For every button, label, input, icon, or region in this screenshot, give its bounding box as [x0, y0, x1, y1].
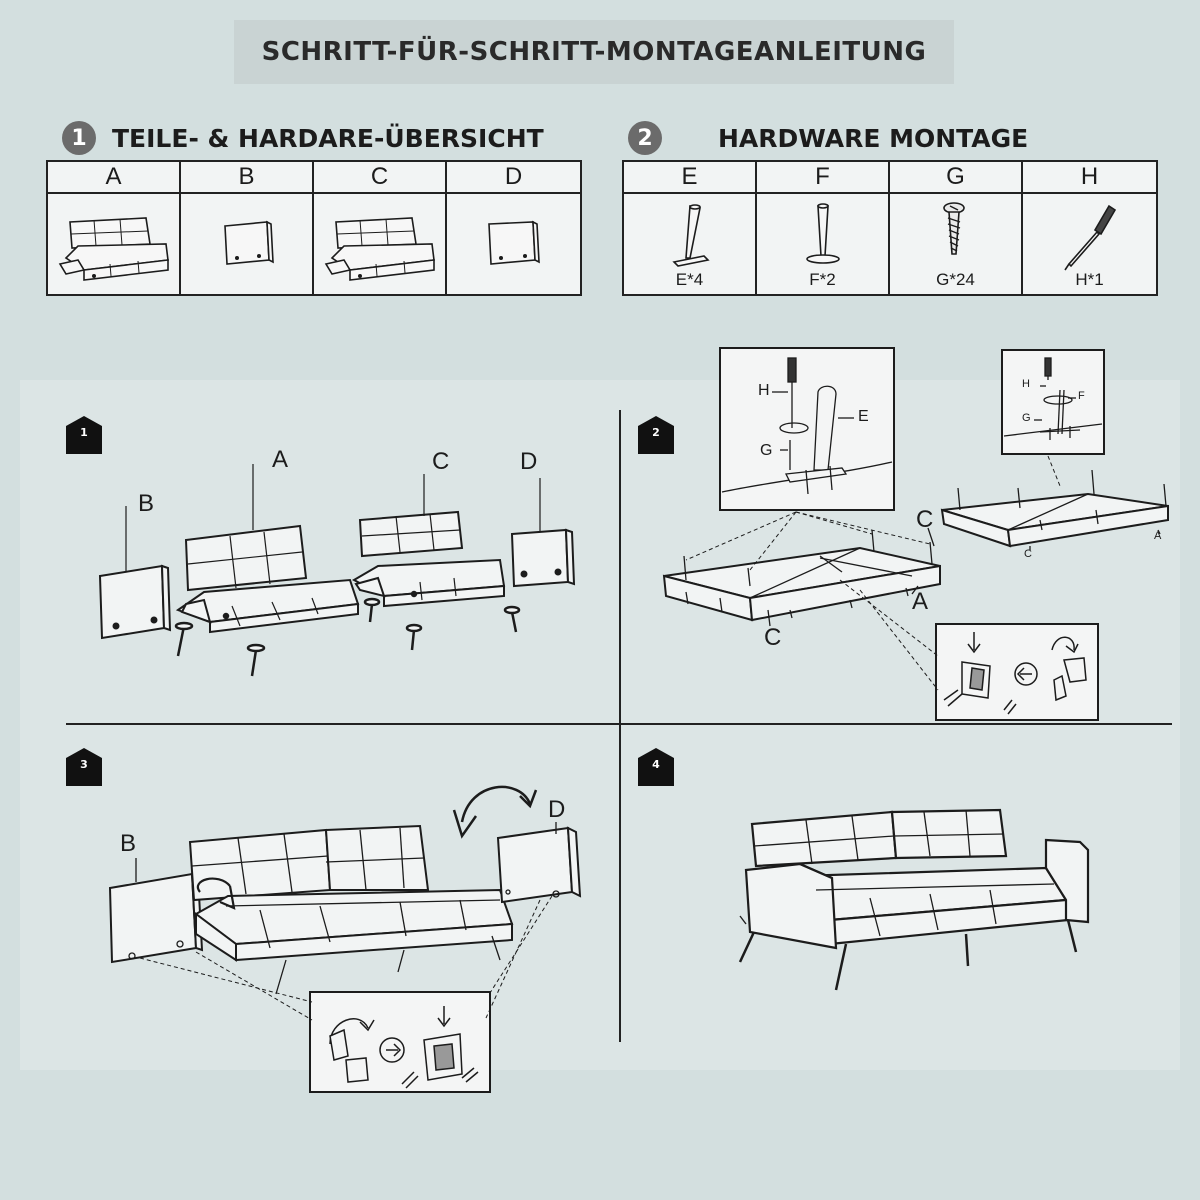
armrest-panel-icon — [488, 220, 540, 265]
step-2-label-g: G — [760, 442, 773, 459]
tapered-leg-icon — [672, 204, 710, 267]
step-2-label-c-bottom: C — [764, 624, 782, 651]
step-3-label-d: D — [548, 796, 566, 823]
part-g-cell: G*24 — [890, 194, 1023, 294]
step-1-label-c: C — [432, 448, 450, 475]
part-letter-b: B — [181, 162, 314, 194]
part-letter-c: C — [314, 162, 447, 194]
step-2-label-c-top: C — [916, 506, 934, 533]
section-1-header: 1 TEILE- & HARDARE-ÜBERSICHT — [62, 118, 544, 158]
page-title: SCHRITT-FÜR-SCHRITT-MONTAGEANLEITUNG — [234, 20, 954, 84]
step-1-label-a: A — [272, 446, 289, 473]
part-f-cell: F*2 — [757, 194, 890, 294]
part-e-quantity: E*4 — [675, 270, 704, 289]
armrest-panel-icon — [224, 220, 274, 265]
part-g-quantity: G*24 — [936, 270, 975, 289]
part-d-cell — [447, 194, 580, 294]
part-e-cell: E*4 — [624, 194, 757, 294]
screw-icon — [943, 202, 965, 255]
part-f-quantity: F*2 — [809, 270, 836, 289]
part-letter-g: G — [890, 162, 1023, 194]
part-h-cell: H*1 — [1023, 194, 1156, 294]
step-4-badge: 4 — [638, 748, 674, 790]
hardware-table: E F G H E*4 F*2 — [622, 160, 1158, 296]
step-2-label-a: A — [912, 588, 929, 615]
sofa-section-icon — [324, 217, 435, 281]
step-1-label-b: B — [138, 490, 155, 517]
part-b-cell — [181, 194, 314, 294]
parts-overview-table: A B C D — [46, 160, 582, 296]
step-2-label-c-small: C — [1024, 548, 1032, 560]
part-letter-d: D — [447, 162, 580, 194]
part-letter-e: E — [624, 162, 757, 194]
step-4-illustration — [744, 808, 1090, 950]
part-letter-f: F — [757, 162, 890, 194]
center-leg-icon — [806, 203, 840, 264]
section-2-number: 2 — [628, 121, 662, 155]
step-2-label-e: E — [858, 408, 869, 425]
step-1-illustration — [98, 510, 576, 640]
step-2-detail-label-h: H — [1022, 378, 1030, 390]
step-1-badge: 1 — [66, 416, 102, 458]
step-2-detail-label-f: F — [1078, 390, 1085, 402]
screwdriver-icon — [1064, 204, 1117, 271]
part-h-quantity: H*1 — [1075, 270, 1104, 289]
step-1-label-d: D — [520, 448, 538, 475]
part-c-cell — [314, 194, 447, 294]
part-a-cell — [48, 194, 181, 294]
step-2-label-a-small: A — [1154, 530, 1162, 542]
section-2-header: 2 HARDWARE MONTAGE — [628, 118, 1028, 158]
step-2-badge: 2 — [638, 416, 674, 458]
step-3-badge: 3 — [66, 748, 102, 790]
section-1-title: TEILE- & HARDARE-ÜBERSICHT — [112, 123, 544, 153]
section-1-number: 1 — [62, 121, 96, 155]
part-letter-a: A — [48, 162, 181, 194]
part-letter-h: H — [1023, 162, 1156, 194]
sofa-section-icon — [58, 217, 169, 281]
step-3-label-b: B — [120, 830, 137, 857]
step-2-detail-label-g: G — [1022, 412, 1031, 424]
step-3-illustration — [108, 824, 582, 1093]
section-2-title: HARDWARE MONTAGE — [718, 123, 1029, 153]
step-2-label-h: H — [758, 382, 770, 399]
step-2-illustration — [662, 347, 1169, 721]
